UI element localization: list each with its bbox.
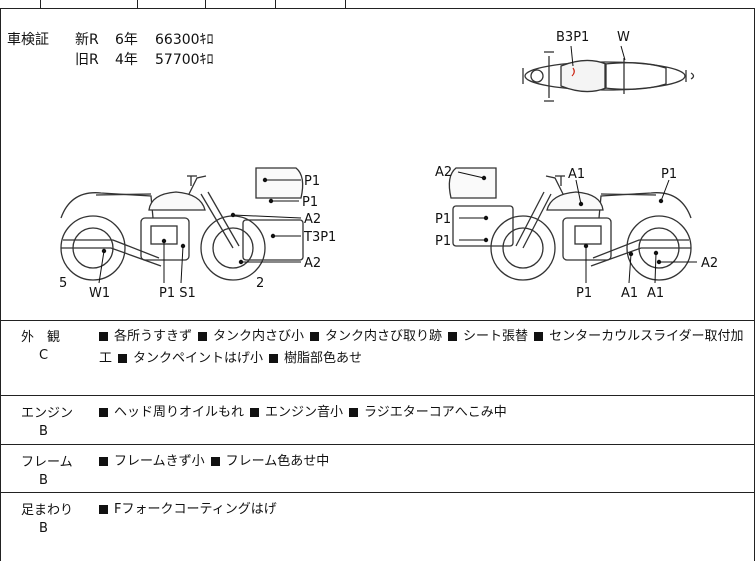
condition-item: エンジン音小 — [265, 405, 344, 420]
section-name: エンジン — [21, 406, 74, 421]
table-divider — [137, 0, 138, 8]
bullet-square-icon — [310, 331, 320, 341]
section-engine: エンジン B ヘッド周りオイルもれ エンジン音小 ラジエターコアへこみ中 — [0, 396, 755, 445]
left-side-label: P1 — [304, 174, 320, 189]
condition-item: Fフォークコーティングはげ — [114, 502, 277, 517]
condition-item: シート張替 — [463, 329, 529, 344]
bullet-square-icon — [99, 331, 108, 341]
bullet-square-icon — [210, 456, 220, 466]
left-side-label: P1 S1 — [159, 286, 196, 301]
left-side-motorcycle-icon — [60, 167, 304, 281]
right-side-label: A1 — [647, 286, 664, 301]
right-side-label: P1 — [576, 286, 592, 301]
right-side-label: A1 — [568, 167, 585, 182]
bullet-square-icon — [198, 331, 208, 341]
shaken-type: 旧R — [75, 52, 99, 68]
section-grade: C — [39, 348, 49, 363]
section-name: フレーム — [21, 455, 73, 470]
bullet-square-icon — [349, 407, 359, 417]
table-divider — [345, 0, 346, 8]
bullet-square-icon — [269, 353, 279, 363]
shaken-row-new: 新R 6年 66300ｷﾛ — [75, 30, 214, 50]
left-side-label: 5 — [59, 276, 67, 291]
section-description: ヘッド周りオイルもれ エンジン音小 ラジエターコアへこみ中 — [99, 402, 749, 424]
section-description: 各所うすきず タンク内さび小 タンク内さび取り跡 シート張替センターカウルスライダー取… — [99, 326, 749, 370]
motorcycle-diagrams: B3P1 W — [59, 30, 718, 301]
section-name: 足まわり — [21, 503, 74, 518]
table-divider — [205, 0, 206, 8]
shaken-years: 6年 — [115, 32, 138, 48]
bullet-square-icon — [250, 407, 260, 417]
condition-item: フレーム色あせ中 — [225, 454, 330, 469]
right-side-markers — [481, 175, 664, 265]
section-grade: B — [39, 473, 48, 488]
damage-diagram-panel: 車検証 新R 6年 66300ｷﾛ 旧R 4年 57700ｷﾛ — [0, 8, 755, 321]
left-side-label: P1 — [302, 195, 318, 210]
right-side-label: A1 — [621, 286, 638, 301]
left-side-label: A2 — [304, 256, 321, 271]
shaken-years: 4年 — [115, 52, 138, 68]
condition-item: タンクペイントはげ小 — [133, 351, 264, 366]
condition-item: 樹脂部色あせ — [284, 351, 363, 366]
condition-item: センターカウルスライダー取付加工 — [99, 329, 744, 366]
condition-item: ラジエターコアへこみ中 — [364, 405, 507, 420]
right-side-leaders — [457, 171, 697, 284]
condition-item: タンク内さび小 — [213, 329, 305, 344]
right-side-label: P1 — [435, 234, 451, 249]
bullet-square-icon — [448, 331, 458, 341]
right-side-label: A2 — [435, 165, 452, 180]
shaken-row-old: 旧R 4年 57700ｷﾛ — [75, 50, 214, 70]
section-suspension: 足まわり B Fフォークコーティングはげ — [0, 493, 755, 561]
shaken-price: 66300ｷﾛ — [155, 32, 214, 48]
section-description: Fフォークコーティングはげ — [99, 499, 749, 521]
bullet-square-icon — [534, 331, 544, 341]
bullet-square-icon — [99, 504, 108, 514]
shaken-price: 57700ｷﾛ — [155, 52, 214, 68]
section-description: フレームきず小 フレーム色あせ中 — [99, 451, 749, 473]
table-divider — [40, 0, 41, 8]
top-view-label: W — [617, 30, 630, 45]
right-side-motorcycle-icon — [448, 167, 692, 281]
left-side-leaders — [98, 179, 302, 284]
shaken-label: 車検証 — [7, 32, 49, 48]
left-side-label: W1 — [89, 286, 110, 301]
right-side-label: P1 — [435, 212, 451, 227]
bullet-square-icon — [118, 353, 128, 363]
shaken-type: 新R — [75, 32, 99, 48]
right-side-label: P1 — [661, 167, 677, 182]
damage-mark-icon — [571, 67, 575, 77]
top-view-motorcycle-icon — [522, 51, 695, 102]
left-side-label: 2 — [256, 276, 264, 291]
condition-item: ヘッド周りオイルもれ — [114, 405, 245, 420]
left-side-label: T3P1 — [303, 230, 336, 245]
section-name: 外 観 — [21, 330, 61, 345]
section-exterior: 外 観 C 各所うすきず タンク内さび小 タンク内さび取り跡 シート張替センターカウル… — [0, 320, 755, 396]
section-grade: B — [39, 424, 48, 439]
section-grade: B — [39, 521, 48, 536]
condition-item: タンク内さび取り跡 — [325, 329, 443, 344]
bullet-square-icon — [99, 456, 108, 466]
top-view-label: B3P1 — [556, 30, 589, 45]
top-table-edge — [0, 0, 755, 9]
table-divider — [275, 0, 276, 8]
section-frame: フレーム B フレームきず小 フレーム色あせ中 — [0, 445, 755, 493]
top-view-leaders — [570, 45, 626, 67]
condition-item: 各所うすきず — [114, 329, 193, 344]
condition-item: フレームきず小 — [114, 454, 205, 469]
left-side-label: A2 — [304, 212, 321, 227]
bullet-square-icon — [99, 407, 108, 417]
right-side-label: A2 — [701, 256, 718, 271]
